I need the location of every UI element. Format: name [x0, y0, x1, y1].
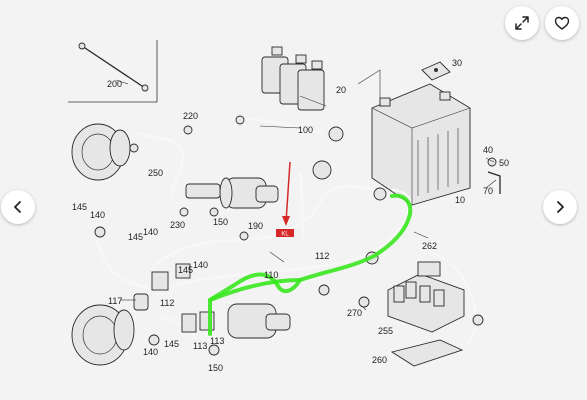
cable-harness: [94, 115, 501, 356]
chevron-left-icon: [14, 201, 21, 213]
callout-113-b: 113: [210, 336, 224, 346]
callout-40: 40: [483, 145, 493, 155]
callout-270: 270: [347, 308, 362, 318]
callout-145-d: 145: [164, 339, 179, 349]
starter-lower: [227, 303, 291, 339]
callout-113-a: 113: [193, 341, 207, 351]
favorite-button[interactable]: [545, 6, 579, 40]
callout-145-a: 145: [72, 202, 87, 212]
fuse-block-20: [261, 46, 381, 111]
highlighted-cable-branch: [208, 278, 302, 302]
callout-140-a: 140: [90, 210, 105, 220]
red-pointer-arrow: [282, 161, 291, 226]
callout-220: 220: [183, 111, 198, 121]
svg-text:KL: KL: [281, 232, 289, 238]
callout-20: 20: [336, 85, 346, 95]
bracket-30: [421, 61, 451, 81]
callout-117: 117: [108, 296, 122, 306]
callout-110: 110: [264, 270, 278, 280]
callout-262: 262: [422, 241, 437, 251]
leader-lines: [120, 95, 497, 311]
highlighted-cable-route: [208, 193, 413, 336]
alternator-lower: [71, 304, 135, 366]
callout-230: 230: [170, 220, 185, 230]
callout-150-a: 150: [213, 217, 228, 227]
callout-70: 70: [483, 186, 493, 196]
callout-190: 190: [248, 221, 263, 231]
callout-30: 30: [452, 58, 462, 68]
callout-112-a: 112: [315, 251, 329, 261]
heart-icon: [554, 16, 570, 30]
battery-10: [371, 83, 471, 206]
previous-image-button[interactable]: [1, 190, 35, 224]
fuse-box-255: [387, 261, 465, 333]
expand-button[interactable]: [505, 6, 539, 40]
callout-labels: 200 30 20 220 100 250 40 50 70 10 145 14…: [72, 58, 509, 373]
callout-112-b: 112: [160, 298, 174, 308]
callout-100: 100: [298, 125, 313, 135]
red-tag: KL: [276, 229, 294, 238]
callout-255: 255: [378, 326, 393, 336]
chevron-right-icon: [557, 201, 564, 213]
callout-140-c: 140: [193, 260, 208, 270]
callout-150-b: 150: [208, 363, 223, 373]
callout-250: 250: [148, 168, 163, 178]
starter-upper: [219, 177, 279, 209]
callout-145-b: 145: [128, 232, 143, 242]
expand-diagonal-icon: [515, 16, 529, 30]
tray-260: [390, 339, 464, 367]
callout-50: 50: [499, 158, 509, 168]
callout-10: 10: [455, 195, 465, 205]
part-200-inset: [68, 40, 158, 103]
callout-200: 200: [107, 79, 122, 89]
callout-140-b: 140: [143, 227, 158, 237]
callout-140-d: 140: [143, 347, 158, 357]
callout-260: 260: [372, 355, 387, 365]
callout-145-c: 145: [178, 265, 193, 275]
next-image-button[interactable]: [543, 190, 577, 224]
alternator-upper: [71, 123, 139, 181]
